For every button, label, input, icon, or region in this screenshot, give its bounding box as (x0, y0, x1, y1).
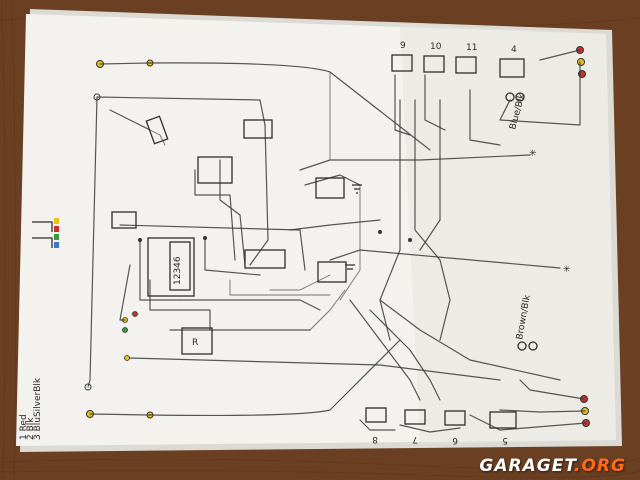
relay-10 (423, 55, 445, 73)
center-block (147, 237, 195, 297)
blink-box (197, 156, 233, 184)
wiring-diagram: ✳ ✳ 9 10 11 4 8 7 6 5 Blue/Blk Brown/Blk (19, 41, 590, 445)
relay-7 (404, 409, 426, 425)
center-block-label: 12346 (173, 256, 183, 285)
relay-number-4: 4 (511, 45, 517, 55)
relay-left (111, 211, 137, 229)
terminal-yg-2 (132, 311, 138, 317)
relay-number-8: 8 (372, 434, 378, 444)
relay-number-9: 9 (400, 41, 406, 51)
junction-dot-3 (203, 236, 207, 240)
relay-9 (391, 54, 413, 72)
legend-line-1: 1 Red (19, 414, 29, 440)
legend-line-3: 3 BluSilverBlk (33, 377, 43, 440)
junction-dot-1 (378, 230, 382, 234)
star-mark-2: ✳ (563, 265, 571, 275)
box-r (181, 327, 213, 355)
relay-number-7: 7 (412, 434, 418, 444)
relay-5 (489, 411, 517, 429)
ground-symbol-1 (352, 184, 362, 194)
junction-dot-4 (138, 238, 142, 242)
relay-4 (499, 58, 525, 78)
terminal-right-top-2 (577, 58, 585, 66)
diode-bottom-2 (528, 341, 538, 351)
relay-number-11: 11 (466, 43, 477, 53)
legend-sketch (32, 218, 59, 248)
center-block-inner (169, 241, 191, 291)
relay-upper (243, 119, 273, 139)
diode-top-2 (515, 92, 525, 102)
paper-shadow (400, 24, 616, 444)
garaget-watermark: GARAGET.ORG (479, 456, 626, 476)
relay-number-6: 6 (452, 435, 458, 445)
junction-dot-2 (408, 238, 412, 242)
relay-6 (444, 410, 466, 426)
relay-11 (455, 56, 477, 74)
relay-mid (244, 249, 286, 269)
terminal-yg-3 (122, 327, 128, 333)
star-mark-1: ✳ (529, 149, 537, 159)
relay-number-5: 5 (502, 435, 508, 445)
relay-mid-right (315, 177, 345, 199)
fuse-holder (145, 115, 169, 145)
relay-mid-lower (317, 261, 347, 283)
ground-symbol-2 (345, 264, 355, 270)
diode-bottom-1 (517, 341, 527, 351)
watermark-brand: GARAGET (479, 456, 575, 476)
box-r-label: R (192, 338, 198, 348)
terminal-yg-4 (124, 355, 130, 361)
diode-top-1 (505, 92, 515, 102)
watermark-tld: .ORG (574, 456, 626, 476)
legend-line-2: 2 Blk (26, 417, 36, 440)
relay-8 (365, 407, 387, 423)
relay-number-10: 10 (430, 42, 442, 52)
